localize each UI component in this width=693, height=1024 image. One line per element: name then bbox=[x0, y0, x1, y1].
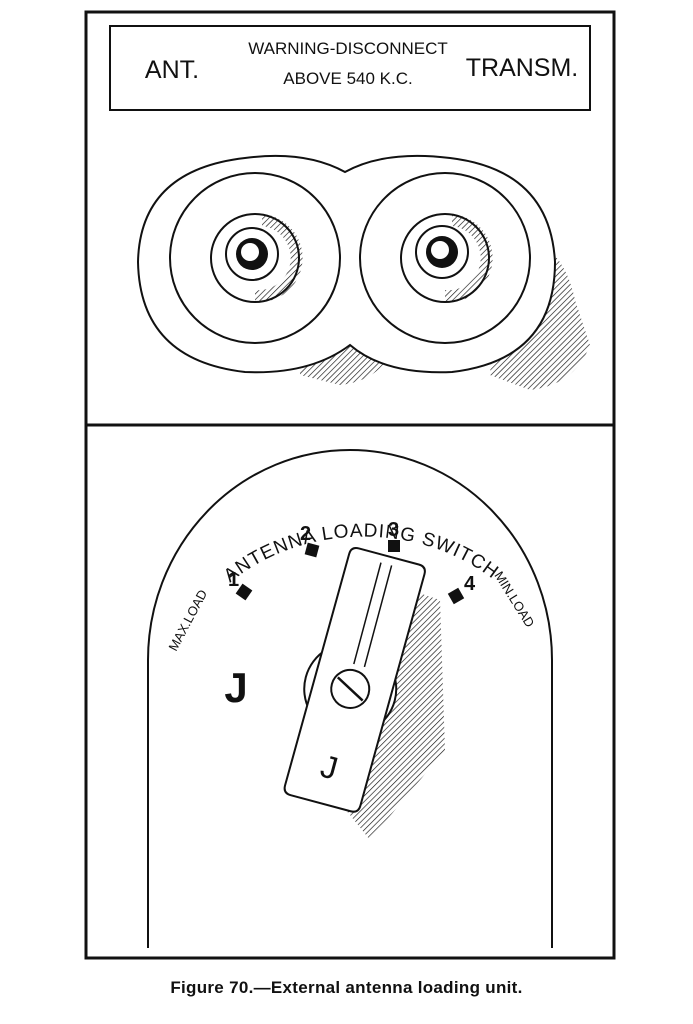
warning-plate bbox=[109, 25, 591, 111]
position-marker-4: 4 bbox=[447, 573, 476, 605]
transm-label: TRANSM. bbox=[466, 54, 579, 82]
base-j-mark: J bbox=[224, 664, 247, 711]
position-marker-2: 2 bbox=[300, 523, 320, 558]
position-label-3: 3 bbox=[388, 519, 399, 541]
switch-handle[interactable]: J bbox=[275, 544, 430, 815]
warning-line-1: WARNING-DISCONNECT bbox=[248, 39, 448, 58]
position-marker-1: 1 bbox=[228, 569, 253, 601]
figure-caption: Figure 70.—External antenna loading unit… bbox=[170, 978, 523, 997]
screw-slot bbox=[336, 676, 364, 702]
warning-line-2: ABOVE 540 K.C. bbox=[283, 69, 412, 88]
position-label-2: 2 bbox=[300, 523, 311, 545]
lever-ridge-right bbox=[363, 565, 393, 668]
ant-binding-post bbox=[169, 172, 341, 344]
ant-label: ANT. bbox=[145, 56, 199, 84]
position-label-4: 4 bbox=[464, 573, 476, 595]
lever-ridge-left bbox=[353, 562, 382, 665]
position-label-1: 1 bbox=[228, 569, 239, 591]
transm-binding-post bbox=[359, 172, 531, 344]
position-marker-3: 3 bbox=[388, 519, 400, 552]
